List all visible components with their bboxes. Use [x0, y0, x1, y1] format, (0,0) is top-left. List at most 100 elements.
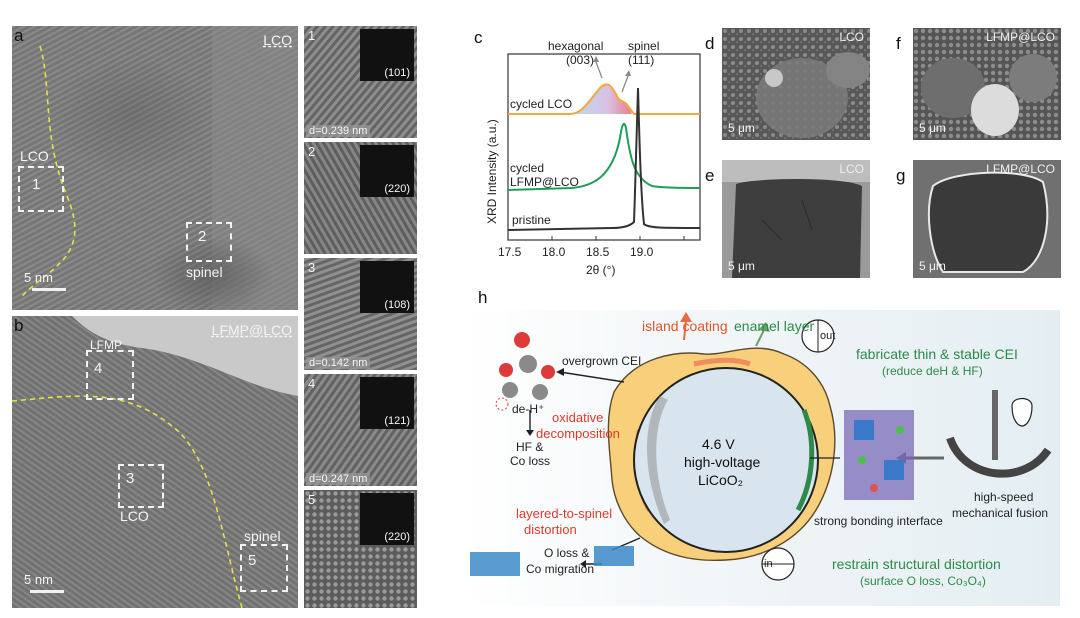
arrowhead [556, 368, 564, 376]
panel-letter: g [896, 166, 906, 185]
roi-box-1 [18, 166, 64, 212]
cei-layer [647, 396, 670, 524]
series-label: cycled [510, 161, 544, 175]
annotation: hexagonal [548, 39, 603, 53]
annotation: restrain structural distortion [832, 556, 1001, 572]
molecule-icon [532, 384, 548, 400]
annotation: (reduce deH & HF) [882, 364, 983, 378]
tem-image-a: LCO LCO 1 2 spinel 5 nm [12, 26, 298, 310]
licoo2-core [633, 367, 819, 553]
roi-box-5 [240, 544, 288, 592]
region-label: spinel [186, 264, 223, 280]
sem-image-f: LFMP@LCO 5 μm [913, 28, 1061, 140]
sample-label: LFMP@LCO [211, 322, 292, 338]
center-label: LiCoO₂ [698, 472, 744, 488]
inset-number: 1 [308, 28, 316, 43]
arrowhead [680, 312, 692, 322]
mechanical-fusion-icon [992, 390, 998, 460]
panel-letter: c [474, 28, 483, 47]
annotation: enamel layer [734, 318, 815, 334]
arrow [683, 319, 687, 341]
arrowhead [593, 56, 599, 62]
roi-number: 2 [198, 228, 207, 245]
arrowhead [526, 430, 534, 436]
molecule-icon [519, 355, 537, 373]
tem-image-b: LFMP@LCO LFMP 4 3 LCO spinel 5 5 nm [12, 316, 298, 608]
sample-label: LCO [263, 32, 292, 48]
mechanical-fusion-icon [946, 436, 1052, 478]
arrow [559, 371, 625, 383]
d-spacing-label: d=0.142 nm [306, 357, 371, 369]
crystal-structure-icon [858, 456, 866, 464]
arrow [621, 75, 629, 93]
tooth-icon [1011, 397, 1033, 427]
panel-letter: a [14, 26, 24, 45]
series-label: cycled LCO [510, 97, 572, 111]
fft-pattern: (108) [360, 261, 414, 313]
sem-texture [722, 28, 870, 140]
annotation: strong bonding interface [814, 514, 943, 528]
tick-label: 19.0 [630, 245, 654, 259]
curve-cycled-lco [508, 83, 700, 115]
annotation: mechanical fusion [952, 506, 1049, 520]
sem-sample-label: LCO [839, 30, 864, 44]
island-coating-red [693, 357, 751, 367]
fft-pattern: (101) [360, 29, 414, 81]
annotation: fabricate thin & stable CEI [856, 346, 1018, 362]
molecule-icon [495, 397, 509, 411]
roi-box-4 [86, 350, 134, 400]
tick-label: 18.0 [542, 245, 566, 259]
annotation: HF & [516, 440, 544, 454]
roi-number: 1 [32, 176, 41, 193]
crystal-structure-icon [470, 552, 520, 576]
schematic-drawing [470, 312, 1052, 581]
panel-letter: e [705, 166, 715, 185]
xrd-chart: 17.5 18.0 18.5 19.0 2θ (°) XRD Intensity… [485, 39, 701, 277]
sem-image-e: LCO 5 μm [722, 160, 870, 278]
inset-number: 5 [308, 492, 316, 507]
annotation: Co loss [510, 454, 551, 468]
scale-bar-label: 5 nm [24, 270, 53, 285]
annotation: island coating [642, 318, 728, 334]
schematic-h: island coating enamel layer overgrown CE… [464, 310, 1060, 606]
enamel-layer-line [795, 409, 815, 512]
d-spacing-label: d=0.247 nm [306, 473, 371, 485]
arrowhead [758, 322, 770, 332]
roi-box-2 [186, 222, 232, 262]
annotation: distortion [524, 522, 577, 537]
indicator-label: in [764, 558, 773, 570]
tem-inset-5: 5 (220) [304, 490, 417, 608]
fft-pattern: (220) [360, 493, 414, 545]
region-label: LCO [120, 508, 149, 524]
roi-number: 3 [126, 470, 135, 487]
annotation: (003) [566, 53, 594, 67]
molecule-icon [514, 332, 530, 348]
molecule-icon [499, 363, 513, 377]
region-label: LCO [20, 148, 49, 164]
scale-bar-label: 5 μm [919, 259, 946, 273]
annotation: spinel [628, 39, 659, 53]
annotation: oxidative [552, 410, 604, 425]
center-label: 4.6 V [702, 436, 735, 452]
molecule-icon [541, 365, 555, 379]
y-axis-label: XRD Intensity (a.u.) [485, 119, 499, 224]
annotation: O loss & [544, 546, 590, 560]
crystal-structure-icon [884, 460, 904, 480]
scale-bar-label: 5 μm [728, 259, 755, 273]
center-label: high-voltage [684, 454, 761, 470]
annotation: (surface O loss, Co₃O₄) [860, 574, 986, 588]
roi-box-3 [118, 464, 164, 508]
arrow [755, 329, 765, 347]
sem-texture [913, 160, 1061, 278]
arrowhead [580, 560, 586, 568]
fft-pattern: (121) [360, 377, 414, 429]
region-label: LFMP [90, 338, 123, 352]
crystal-structure-icon [870, 484, 878, 492]
series-label: pristine [512, 213, 551, 227]
series-label: LFMP@LCO [510, 175, 579, 189]
fft-plane-label: (108) [384, 299, 410, 311]
molecule-icon [502, 382, 518, 398]
roi-number: 5 [248, 552, 257, 569]
region-label: spinel [244, 528, 281, 544]
indicator-label: out [820, 330, 836, 342]
